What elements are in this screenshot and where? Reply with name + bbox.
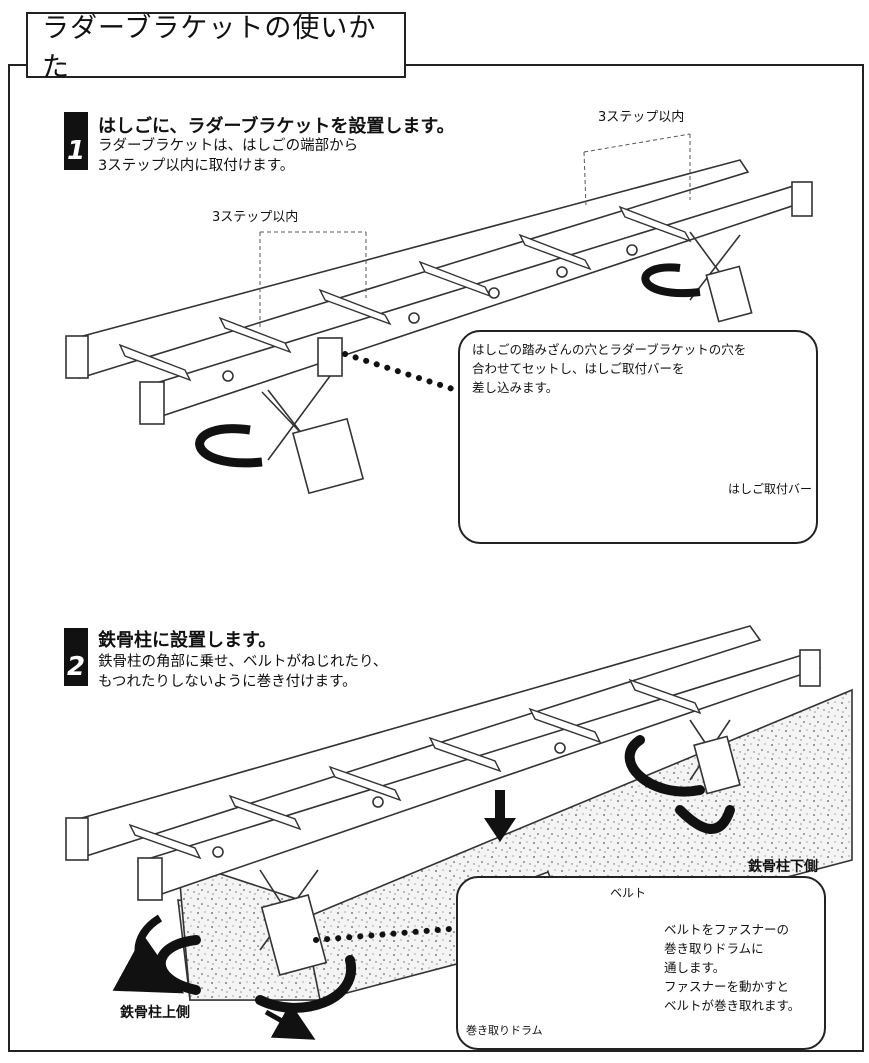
- callout-2-line3: 通します。: [664, 960, 726, 975]
- step-2-number: 2: [64, 628, 88, 686]
- callout-1-line2: 合わせてセットし、はしご取付バーを: [472, 361, 685, 376]
- label-column-upper-side: 鉄骨柱上側: [120, 1005, 190, 1021]
- step-2-heading: 鉄骨柱に設置します。: [98, 630, 277, 651]
- callout-1-bar-label: はしご取付バー: [728, 482, 813, 496]
- callout-2-drum-label: 巻き取りドラム: [466, 1024, 543, 1037]
- measure-label-right: 3ステップ以内: [598, 110, 685, 125]
- bracket-1-left: [195, 337, 365, 495]
- bracket-1-right: [641, 231, 753, 323]
- callout-2-belt-label: ベルト: [610, 886, 647, 900]
- callout-2-line5: ベルトが巻き取れます。: [664, 998, 801, 1013]
- step-2-desc-line2: もつれたりしないように巻き付けます。: [98, 674, 357, 690]
- step-2-desc-line1: 鉄骨柱の角部に乗せ、ベルトがねじれたり、: [98, 654, 388, 670]
- bracket-2: [259, 719, 741, 976]
- ladder-1: [65, 159, 813, 425]
- step-1-desc-line1: ラダーブラケットは、はしごの端部から: [98, 138, 359, 154]
- callout-2-line4: ファスナーを動かすと: [664, 979, 790, 994]
- step-1-desc-line2: 3ステップ以内に取付けます。: [98, 158, 295, 174]
- ladder-2: [65, 625, 822, 901]
- callout-1: [458, 330, 818, 544]
- callout-2: [456, 876, 826, 1050]
- callout-2-line1: ベルトをファスナーの: [664, 922, 790, 937]
- step-1-number: 1: [64, 112, 88, 170]
- page-title: ラダーブラケットの使いかた: [26, 12, 406, 83]
- callout-1-line1: はしごの踏みざんの穴とラダーブラケットの穴を: [472, 342, 747, 357]
- callout-2-line2: 巻き取りドラムに: [664, 941, 764, 956]
- page-frame: [8, 64, 864, 1052]
- step-1-heading: はしごに、ラダーブラケットを設置します。: [98, 116, 455, 137]
- label-column-lower-side: 鉄骨柱下側: [748, 859, 818, 875]
- measure-label-left: 3ステップ以内: [212, 210, 299, 225]
- callout-1-line3: 差し込みます。: [472, 380, 559, 395]
